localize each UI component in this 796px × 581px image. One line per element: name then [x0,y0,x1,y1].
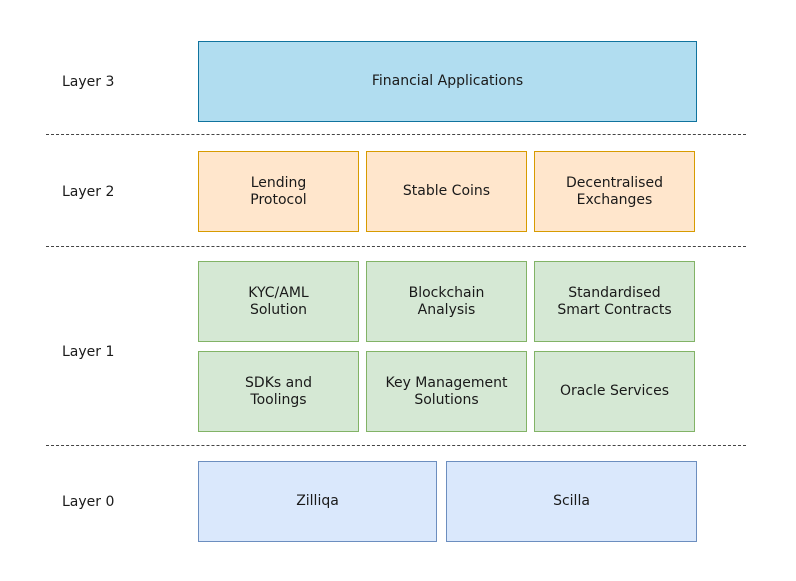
decentralised-exchanges-box: Decentralised Exchanges [534,151,695,232]
scilla-box: Scilla [446,461,697,542]
blockchain-analysis-text: Blockchain Analysis [408,284,485,318]
layer-2-label: Layer 2 [62,184,115,200]
lending-protocol-box: Lending Protocol [198,151,359,232]
decentralised-exchanges-text: Decentralised Exchanges [566,174,663,208]
key-management-solutions-box: Key Management Solutions [366,351,527,432]
sdks-and-toolings-box: SDKs and Toolings [198,351,359,432]
lending-protocol-text: Lending Protocol [250,174,307,208]
blockchain-analysis-box: Blockchain Analysis [366,261,527,342]
standardised-smart-contracts-box: Standardised Smart Contracts [534,261,695,342]
divider-layer-3-2 [46,134,746,135]
standardised-smart-contracts-text: Standardised Smart Contracts [557,284,672,318]
kyc-aml-solution-box: KYC/AML Solution [198,261,359,342]
key-management-solutions-text: Key Management Solutions [385,374,508,408]
kyc-aml-solution-text: KYC/AML Solution [248,284,309,318]
sdks-and-toolings-text: SDKs and Toolings [245,374,312,408]
stable-coins-box: Stable Coins [366,151,527,232]
financial-applications-text: Financial Applications [371,73,524,89]
stable-coins-text: Stable Coins [402,183,491,199]
divider-layer-1-0 [46,445,746,446]
layer-1-label: Layer 1 [62,344,115,360]
layer-3-label: Layer 3 [62,74,115,90]
scilla-text: Scilla [553,493,590,509]
zilliqa-box: Zilliqa [198,461,437,542]
divider-layer-2-1 [46,246,746,247]
layer-0-label: Layer 0 [62,494,115,510]
oracle-services-text: Oracle Services [559,383,670,399]
zilliqa-text: Zilliqa [296,493,339,509]
financial-applications-box: Financial Applications [198,41,697,122]
oracle-services-box: Oracle Services [534,351,695,432]
